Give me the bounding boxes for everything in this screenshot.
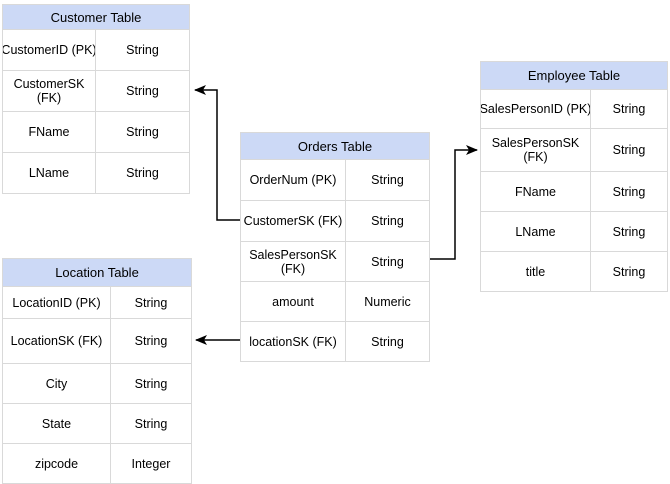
arrow-orders-to-customer	[194, 85, 240, 221]
field-name-cell: LName	[481, 212, 591, 251]
arrow-orders-to-employee	[430, 145, 478, 260]
field-name-cell: zipcode	[3, 444, 111, 483]
table-row: CustomerSK (FK) String	[3, 70, 189, 111]
table-row: SalesPersonID (PK) String	[481, 89, 667, 128]
field-name-cell: SalesPersonSK (FK)	[481, 129, 591, 171]
field-type-cell: String	[371, 334, 404, 349]
table-row: SalesPersonSK (FK) String	[481, 128, 667, 171]
field-name-cell: locationSK (FK)	[241, 322, 346, 361]
field-type-cell: Integer	[131, 456, 171, 471]
customer-table-title: Customer Table	[3, 5, 189, 29]
table-row: State String	[3, 403, 191, 443]
orders-table-title: Orders Table	[241, 133, 429, 159]
table-row: zipcode Integer	[3, 443, 191, 483]
table-row: CustomerSK (FK) String	[241, 200, 429, 241]
field-name-cell: SalesPersonSK (FK)	[241, 242, 346, 281]
field-name-cell: amount	[241, 282, 346, 321]
field-name-cell: LocationSK (FK)	[3, 319, 111, 363]
field-type-cell: String	[134, 376, 168, 391]
table-row: LocationSK (FK) String	[3, 318, 191, 363]
field-type-cell: String	[134, 416, 168, 431]
field-name-cell: OrderNum (PK)	[241, 160, 346, 200]
field-type-cell: String	[126, 125, 159, 139]
table-row: title String	[481, 251, 667, 291]
table-row: City String	[3, 363, 191, 403]
table-row: LocationID (PK) String	[3, 286, 191, 318]
table-row: OrderNum (PK) String	[241, 159, 429, 200]
field-type-cell: String	[371, 214, 404, 228]
table-row: LName String	[481, 211, 667, 251]
field-name-cell: FName	[3, 112, 96, 152]
field-type-cell: String	[126, 166, 159, 180]
field-type-cell: String	[126, 43, 159, 57]
orders-table: Orders Table OrderNum (PK) String Custom…	[240, 132, 430, 362]
field-name-cell: City	[3, 364, 111, 403]
field-name-cell: LocationID (PK)	[3, 287, 111, 318]
employee-table: Employee Table SalesPersonID (PK) String…	[480, 61, 668, 292]
field-name-cell: LName	[3, 153, 96, 193]
customer-table: Customer Table CustomerID (PK) String Cu…	[2, 4, 190, 194]
location-table-title: Location Table	[3, 259, 191, 286]
field-name-cell: FName	[481, 172, 591, 211]
table-row: locationSK (FK) String	[241, 321, 429, 361]
field-type-cell: String	[612, 224, 646, 239]
field-type-cell: String	[612, 102, 646, 116]
field-name-cell: CustomerSK (FK)	[3, 71, 96, 111]
field-type-cell: String	[612, 143, 646, 157]
table-row: SalesPersonSK (FK) String	[241, 241, 429, 281]
field-name-cell: title	[481, 252, 591, 291]
field-name-cell: State	[3, 404, 111, 443]
field-type-cell: String	[126, 84, 159, 98]
table-row: FName String	[3, 111, 189, 152]
table-row: amount Numeric	[241, 281, 429, 321]
field-type-cell: String	[612, 184, 646, 199]
field-type-cell: String	[134, 334, 168, 348]
field-name-cell: CustomerSK (FK)	[241, 201, 346, 241]
location-table: Location Table LocationID (PK) String Lo…	[2, 258, 192, 484]
field-type-cell: String	[371, 173, 404, 187]
table-row: FName String	[481, 171, 667, 211]
field-type-cell: String	[612, 264, 646, 279]
field-type-cell: String	[134, 295, 168, 310]
field-name-cell: SalesPersonID (PK)	[481, 90, 591, 128]
employee-table-title: Employee Table	[481, 62, 667, 89]
table-row: LName String	[3, 152, 189, 193]
field-type-cell: Numeric	[364, 294, 411, 309]
field-name-cell: CustomerID (PK)	[3, 30, 96, 70]
field-type-cell: String	[371, 254, 404, 269]
table-row: CustomerID (PK) String	[3, 29, 189, 70]
